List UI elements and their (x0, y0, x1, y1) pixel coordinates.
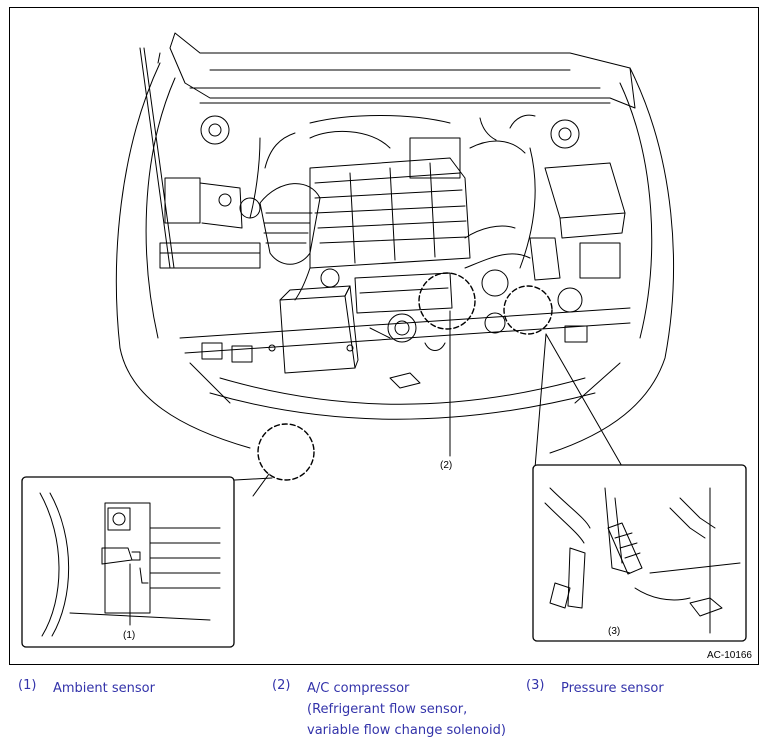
engine-bay-diagram: (2) (1) (3) AC-10166 (9, 7, 759, 665)
legend-label: Ambient sensor (53, 681, 155, 696)
legend-number: (3) (526, 678, 545, 693)
marker-pressure-sensor (503, 285, 553, 335)
air-intake-duct (259, 183, 321, 265)
open-hood (157, 32, 636, 109)
air-cleaner-box (268, 285, 359, 374)
radiator-support (179, 307, 631, 389)
hood-prop-rod (139, 47, 171, 269)
marker-ambient-sensor (257, 423, 315, 481)
vehicle-body-outline (115, 62, 674, 454)
front-engine-components (354, 269, 583, 343)
left-components (159, 177, 261, 269)
leader-lines (234, 310, 624, 497)
parts-legend: (1) Ambient sensor (2) A/C compressor (R… (0, 678, 769, 748)
detail-markers (257, 272, 553, 481)
figure-reference-code: AC-10166 (706, 650, 752, 661)
inset-ambient-sensor (21, 476, 235, 648)
callout-2: (2) (440, 460, 452, 471)
engine-bay-line-art: (2) (1) (3) (21, 32, 747, 648)
callout-3: (3) (608, 626, 620, 637)
legend-number: (1) (18, 678, 37, 693)
legend-label: A/C compressor (307, 681, 410, 696)
engine-block (309, 130, 471, 288)
battery (529, 162, 626, 281)
legend-label: Pressure sensor (561, 681, 664, 696)
marker-ac-compressor (418, 272, 476, 330)
legend-label-line-3: variable flow change solenoid) (307, 723, 506, 738)
legend-number: (2) (272, 678, 291, 693)
hoses-and-wiring (249, 114, 536, 301)
inset-pressure-sensor (532, 464, 747, 642)
strut-towers (200, 115, 580, 149)
legend-label-line-2: (Refrigerant flow sensor, (307, 702, 468, 717)
callout-1: (1) (123, 630, 135, 641)
